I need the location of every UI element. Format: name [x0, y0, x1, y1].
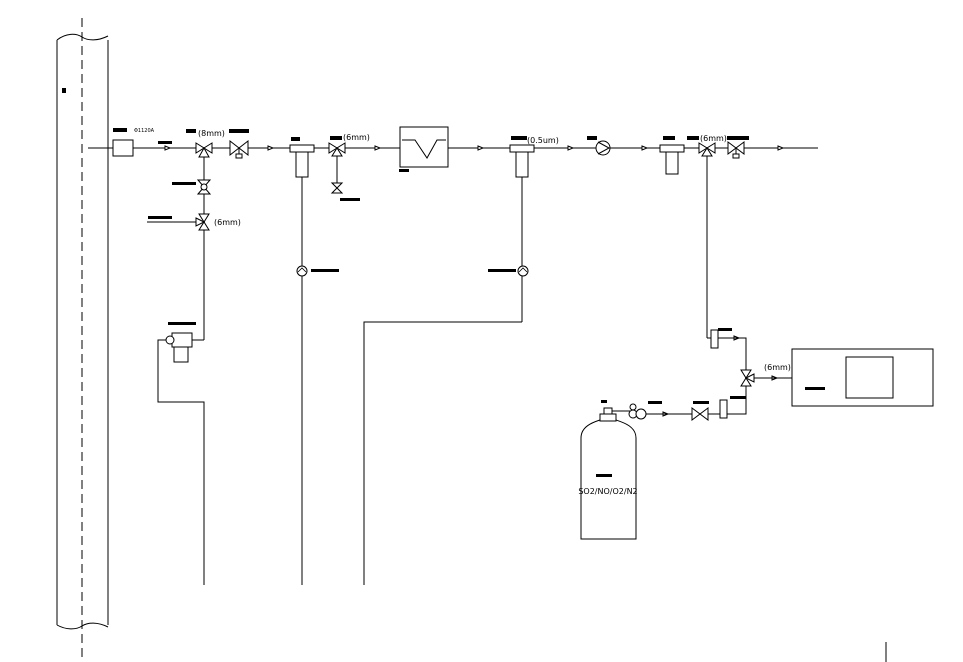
calibration-gas-cylinder: SO2/NO/O2/N2	[578, 400, 662, 540]
cooler	[399, 126, 449, 172]
probe: Φ1120A	[112, 128, 155, 157]
main-line-label-marks	[158, 129, 749, 144]
three-way-valve-1	[195, 142, 213, 158]
needle-valve-1	[229, 139, 249, 159]
calibration-branch	[147, 157, 212, 585]
analyzer-branch	[640, 328, 792, 421]
outlet-valve	[727, 141, 745, 159]
stack	[56, 18, 109, 662]
filter-spec-label: (0.5um)	[527, 136, 559, 145]
valve5-spec-label: (6mm)	[764, 363, 791, 372]
cylinder-gas-label: SO2/NO/O2/N2	[578, 487, 637, 496]
three-way-valve-2	[328, 142, 360, 201]
probe-spec-label: Φ1120A	[134, 128, 155, 134]
third-filter	[659, 144, 685, 175]
valve3-spec-label: (6mm)	[214, 218, 241, 227]
fine-filter	[363, 144, 535, 585]
sample-pump	[595, 140, 611, 156]
stack-label-mark	[62, 88, 66, 93]
three-way-valve-4	[698, 142, 716, 338]
valve2-spec-label: (6mm)	[343, 133, 370, 142]
gas-analyzer	[791, 348, 934, 407]
primary-filter	[289, 144, 339, 585]
valve4-spec-label: (6mm)	[700, 134, 727, 143]
flow-arrows	[164, 145, 785, 417]
valve1-spec-label: (8mm)	[198, 129, 225, 138]
